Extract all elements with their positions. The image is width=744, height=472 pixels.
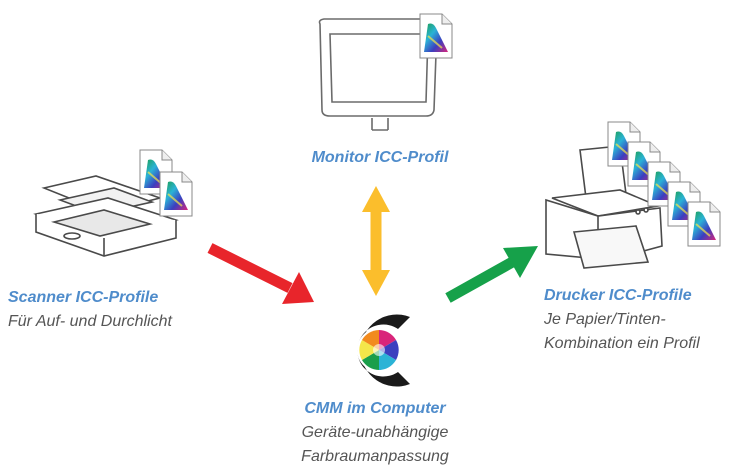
cmm-sublabel-2: Farbraumanpassung: [301, 448, 449, 465]
scanner-sublabel: Für Auf- und Durchlicht: [8, 313, 172, 330]
scanner-label: Scanner ICC-Profile: [8, 289, 159, 306]
cmm-logo-icon: [357, 314, 410, 387]
icc-profile-icon: [419, 13, 453, 59]
monitor-icon: [318, 18, 438, 131]
printer-label: Drucker ICC-Profile: [544, 287, 692, 304]
printer-sublabel-1: Je Papier/Tinten-: [544, 311, 666, 328]
cmm-monitor-double-arrow: [362, 186, 390, 296]
cmm-sublabel-1: Geräte-unabhängige: [301, 424, 449, 441]
scanner-to-cmm-arrow: [207, 243, 314, 304]
icc-profile-icon: [139, 149, 193, 217]
cmm-label: CMM im Computer: [304, 400, 446, 417]
cmm-to-printer-arrow: [445, 246, 538, 303]
printer-sublabel-2: Kombination ein Profil: [544, 335, 700, 352]
monitor-label: Monitor ICC-Profil: [311, 149, 449, 166]
scanner-icon: [33, 175, 179, 257]
